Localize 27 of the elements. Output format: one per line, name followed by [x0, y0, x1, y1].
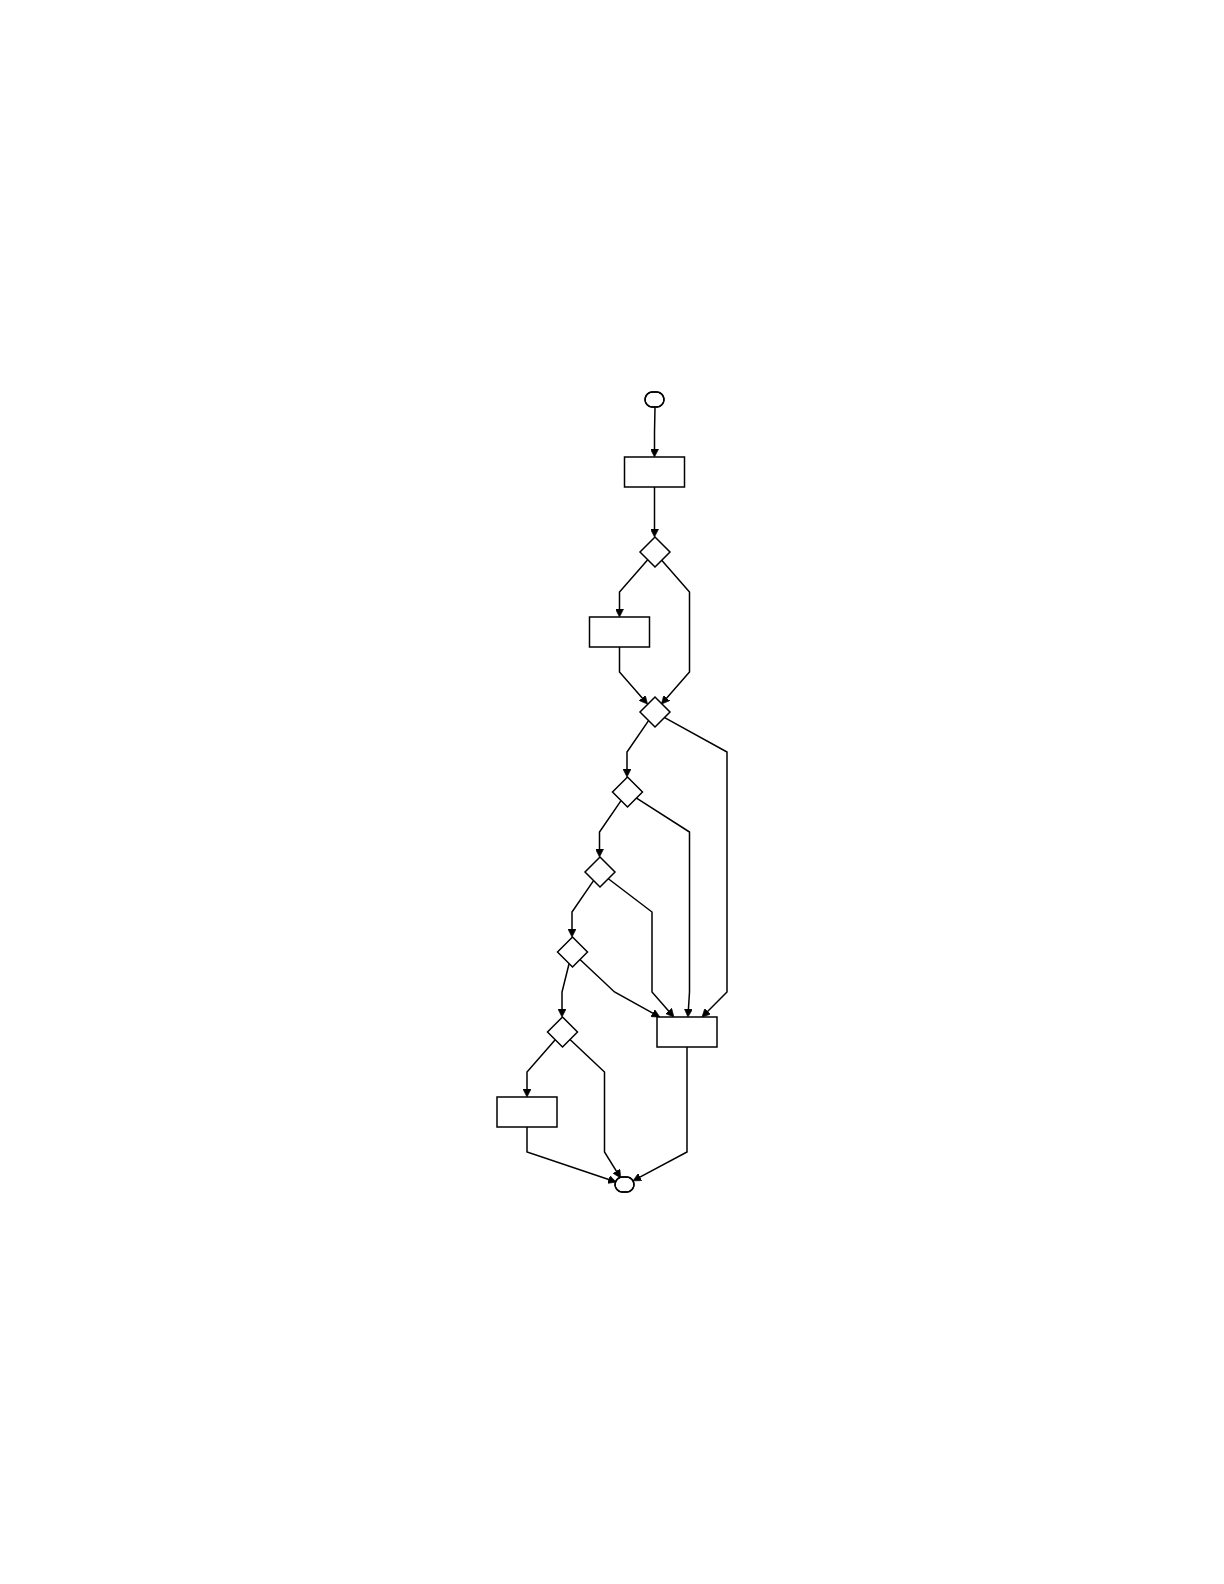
- arrow: [607, 877, 675, 1018]
- node-diamond: [583, 855, 617, 889]
- node-diamond: [638, 695, 672, 729]
- arrow: [650, 486, 659, 538]
- arrow: [595, 800, 622, 858]
- arrow: [650, 406, 659, 458]
- arrow: [618, 646, 648, 705]
- arrow: [526, 1126, 617, 1184]
- arrow: [660, 559, 691, 705]
- arrow: [632, 1046, 688, 1182]
- arrow: [635, 797, 693, 1018]
- arrow: [663, 716, 728, 1018]
- arrow: [622, 720, 650, 778]
- node-box: [496, 1096, 558, 1128]
- arrow: [569, 1038, 622, 1179]
- arrow: [567, 880, 595, 938]
- arrow: [579, 958, 661, 1018]
- node-diamond: [556, 935, 589, 969]
- node-box: [588, 616, 651, 648]
- node-box: [623, 456, 686, 488]
- node-diamond: [611, 775, 644, 809]
- node-diamond: [546, 1015, 579, 1049]
- node-box: [656, 1016, 718, 1048]
- arrow: [522, 1039, 556, 1098]
- arrow: [615, 559, 649, 618]
- arrow: [557, 963, 570, 1018]
- node-diamond: [638, 535, 672, 569]
